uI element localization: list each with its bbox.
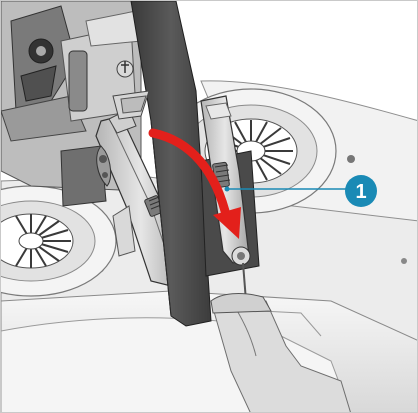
screw-hole — [347, 155, 355, 163]
callout-leader — [224, 186, 349, 192]
screw-hole — [401, 258, 407, 264]
callout-badge: 1 — [345, 175, 377, 207]
latch-pin — [210, 262, 272, 314]
left-rotor — [1, 185, 117, 297]
rotation-arrow — [148, 128, 241, 239]
callout-number: 1 — [355, 181, 366, 203]
